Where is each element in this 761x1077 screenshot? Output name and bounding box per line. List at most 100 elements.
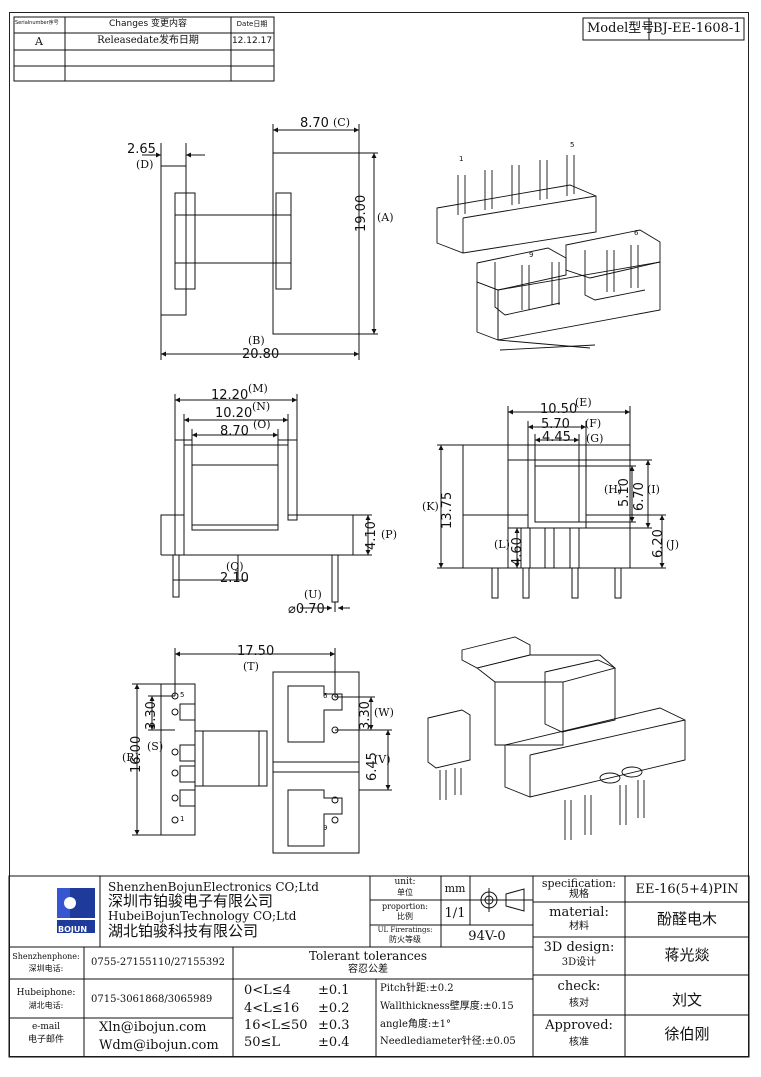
dim-s-tag: (S) bbox=[147, 740, 164, 753]
unit-label-cn: 单位 bbox=[397, 888, 413, 897]
iso-top-lines bbox=[436, 155, 661, 351]
iso-pin-6: 6 bbox=[634, 229, 639, 237]
ul-label-en: UL Fireratings: bbox=[377, 926, 433, 934]
proportion-value: 1/1 bbox=[444, 906, 466, 921]
dim-e-value: 10.50 bbox=[540, 402, 578, 417]
material-value: 酚醛电木 bbox=[656, 910, 718, 928]
tol-angle: angle角度:±1° bbox=[380, 1019, 452, 1030]
company-cn-1: 深圳市铂骏电子有限公司 bbox=[108, 892, 274, 910]
iso-pin-1: 1 bbox=[459, 155, 464, 163]
dim-b-value: 20.80 bbox=[242, 347, 280, 362]
dim-i-tag: (I) bbox=[647, 483, 660, 496]
changes-header-changes: Changes 变更内容 bbox=[108, 19, 188, 29]
dim-q-tag: (Q) bbox=[226, 560, 244, 573]
dim-h-value: 5.10 bbox=[617, 478, 632, 507]
dim-a-value: 19.00 bbox=[354, 194, 369, 232]
material-label-cn: 材料 bbox=[569, 921, 589, 932]
iso-pin-5: 5 bbox=[570, 141, 575, 149]
tol-range-0: 0<L≤4 bbox=[244, 983, 291, 998]
dim-n-tag: (N) bbox=[252, 400, 271, 413]
tolerance-title-cn: 容忍公差 bbox=[348, 964, 388, 975]
dim-k-value: 13.75 bbox=[440, 491, 455, 529]
change-row-date: 12.12.17 bbox=[231, 36, 273, 46]
tol-pitch: Pitch针距:±0.2 bbox=[380, 983, 454, 994]
changes-header-date: Date日期 bbox=[236, 20, 268, 28]
dim-n-value: 10.20 bbox=[215, 406, 253, 421]
tol-val-1: ±0.2 bbox=[318, 1001, 350, 1016]
dim-m-tag: (M) bbox=[248, 382, 268, 395]
dim-o-tag: (O) bbox=[253, 418, 271, 431]
dim-u-value: ⌀0.70 bbox=[288, 602, 325, 617]
dim-b-tag: (B) bbox=[248, 334, 265, 347]
company-cn-2: 湖北铂骏科技有限公司 bbox=[108, 922, 259, 940]
bottom-pin-5: 5 bbox=[180, 691, 185, 699]
dim-j-value: 6.20 bbox=[651, 529, 666, 558]
dim-v-tag: (V) bbox=[374, 753, 391, 766]
dim-p-value: 4.10 bbox=[364, 521, 379, 550]
tol-needle: Needlediameter针径:±0.05 bbox=[380, 1036, 516, 1047]
bottom-pin-6: 6 bbox=[323, 692, 328, 700]
dim-c-tag: (C) bbox=[333, 116, 350, 129]
top-view-lines bbox=[142, 124, 378, 360]
bottom-pin-9: 9 bbox=[323, 824, 328, 832]
hb-phone-label-en: Hubeiphone: bbox=[16, 988, 76, 998]
dim-s-value: 3.30 bbox=[144, 701, 159, 730]
design-label-en: 3D design: bbox=[543, 940, 615, 955]
dim-c-value: 8.70 bbox=[300, 116, 329, 131]
approved-value: 徐伯刚 bbox=[664, 1025, 710, 1043]
dim-i-value: 6.70 bbox=[632, 482, 647, 511]
dim-g-tag: (G) bbox=[586, 432, 604, 445]
company-en-1: ShenzhenBojunElectronics CO;Ltd bbox=[108, 880, 319, 894]
approved-label-cn: 核准 bbox=[569, 1037, 589, 1048]
company-en-2: HubeiBojunTechnology CO;Ltd bbox=[108, 909, 297, 923]
dim-h-tag: (H) bbox=[604, 483, 623, 496]
dim-p-tag: (P) bbox=[381, 528, 397, 541]
check-value: 刘文 bbox=[671, 991, 703, 1009]
dim-w-value: 3.30 bbox=[358, 701, 373, 730]
design-label-cn: 3D设计 bbox=[561, 957, 597, 968]
dim-o-value: 8.70 bbox=[220, 424, 249, 439]
dim-k-tag: (K) bbox=[422, 500, 439, 513]
tolerance-title-en: Tolerant tolerances bbox=[308, 949, 428, 963]
dim-d-value: 2.65 bbox=[127, 142, 156, 157]
dim-r-tag: (R) bbox=[122, 751, 139, 764]
dim-t-value: 17.50 bbox=[237, 644, 275, 659]
ul-value: 94V-0 bbox=[468, 929, 506, 944]
dim-j-tag: (J) bbox=[666, 538, 679, 551]
approved-label-en: Approved: bbox=[545, 1018, 613, 1033]
dim-t-tag: (T) bbox=[243, 660, 259, 673]
dim-g-value: 4.45 bbox=[542, 430, 571, 445]
logo-text: BOJUN bbox=[58, 925, 88, 934]
material-label-en: material: bbox=[549, 905, 609, 920]
design-value: 蒋光燚 bbox=[664, 946, 710, 964]
unit-value: mm bbox=[444, 882, 466, 895]
model-value: BJ-EE-1608-1 bbox=[653, 21, 742, 36]
tol-range-2: 16<L≤50 bbox=[244, 1018, 308, 1033]
tol-range-1: 4<L≤16 bbox=[244, 1001, 300, 1016]
model-label: Model型号 bbox=[587, 21, 655, 36]
email-2[interactable]: Wdm@ibojun.com bbox=[99, 1038, 219, 1053]
sz-phone-label-cn: 深圳电话: bbox=[28, 964, 64, 973]
tol-val-3: ±0.4 bbox=[318, 1035, 350, 1050]
spec-label-en: specification: bbox=[541, 877, 617, 890]
proportion-label-cn: 比例 bbox=[397, 912, 413, 921]
spec-value: EE-16(5+4)PIN bbox=[635, 882, 739, 897]
dim-f-value: 5.70 bbox=[541, 417, 570, 432]
email-1[interactable]: Xln@ibojun.com bbox=[99, 1020, 207, 1035]
dim-d-tag: (D) bbox=[136, 158, 154, 171]
bottom-pin-1: 1 bbox=[180, 815, 185, 823]
front-view-lines bbox=[160, 394, 372, 612]
tol-wall: Wallthickness壁厚度:±0.15 bbox=[380, 1001, 514, 1012]
dim-w-tag: (W) bbox=[374, 706, 394, 719]
check-label-cn: 核对 bbox=[569, 998, 589, 1009]
dim-f-tag: (F) bbox=[585, 417, 602, 430]
sz-phone-value: 0755-27155110/27155392 bbox=[91, 957, 225, 968]
bottom-view-lines bbox=[132, 648, 392, 854]
dim-r-value: 16.00 bbox=[129, 735, 144, 773]
changes-table-lines bbox=[13, 16, 275, 82]
side-view-lines bbox=[437, 406, 666, 599]
dim-e-tag: (E) bbox=[575, 396, 592, 409]
change-row-text: Releasedate发布日期 bbox=[97, 35, 199, 46]
change-row-serial: A bbox=[35, 35, 43, 48]
